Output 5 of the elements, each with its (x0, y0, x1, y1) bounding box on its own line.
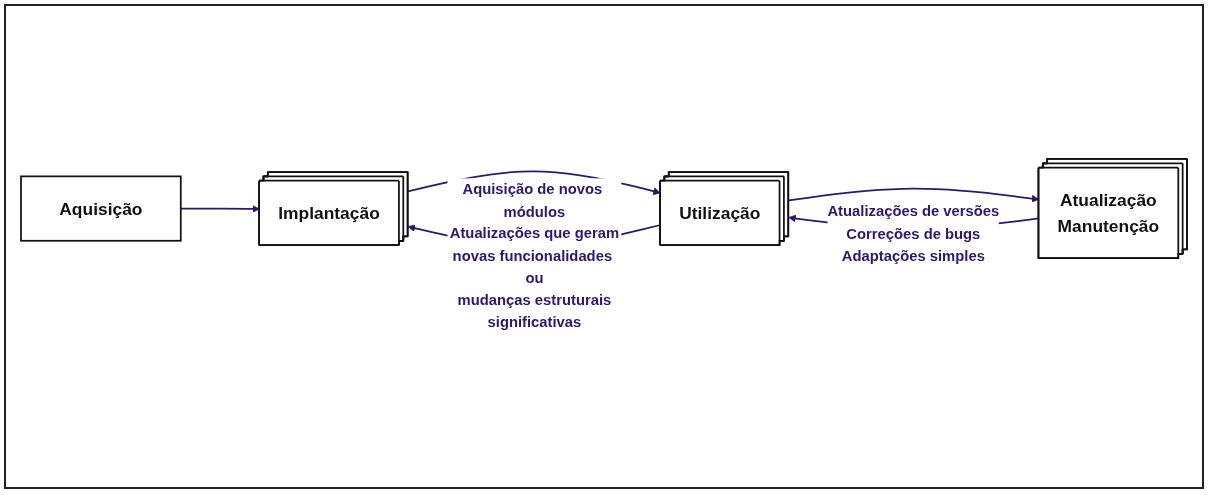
flowchart: Atualizações de versões Correções de bugs Adaptações simples Aquisição de novos módulos Atualizações que geram novas funcionalidades ou mudanças estruturais significativas Aquisição Implantação Utilização Atualização Manutenção (14, 152, 1194, 341)
edge-label: Atualizações de versões Correções de bugs Adaptações simples (827, 203, 1000, 265)
edge-label: Aquisição de novos módulos Atualizações que geram novas funcionalidades ou mudanças estruturais significativas (449, 181, 620, 331)
node-box (20, 175, 182, 242)
arrow (787, 188, 1040, 203)
